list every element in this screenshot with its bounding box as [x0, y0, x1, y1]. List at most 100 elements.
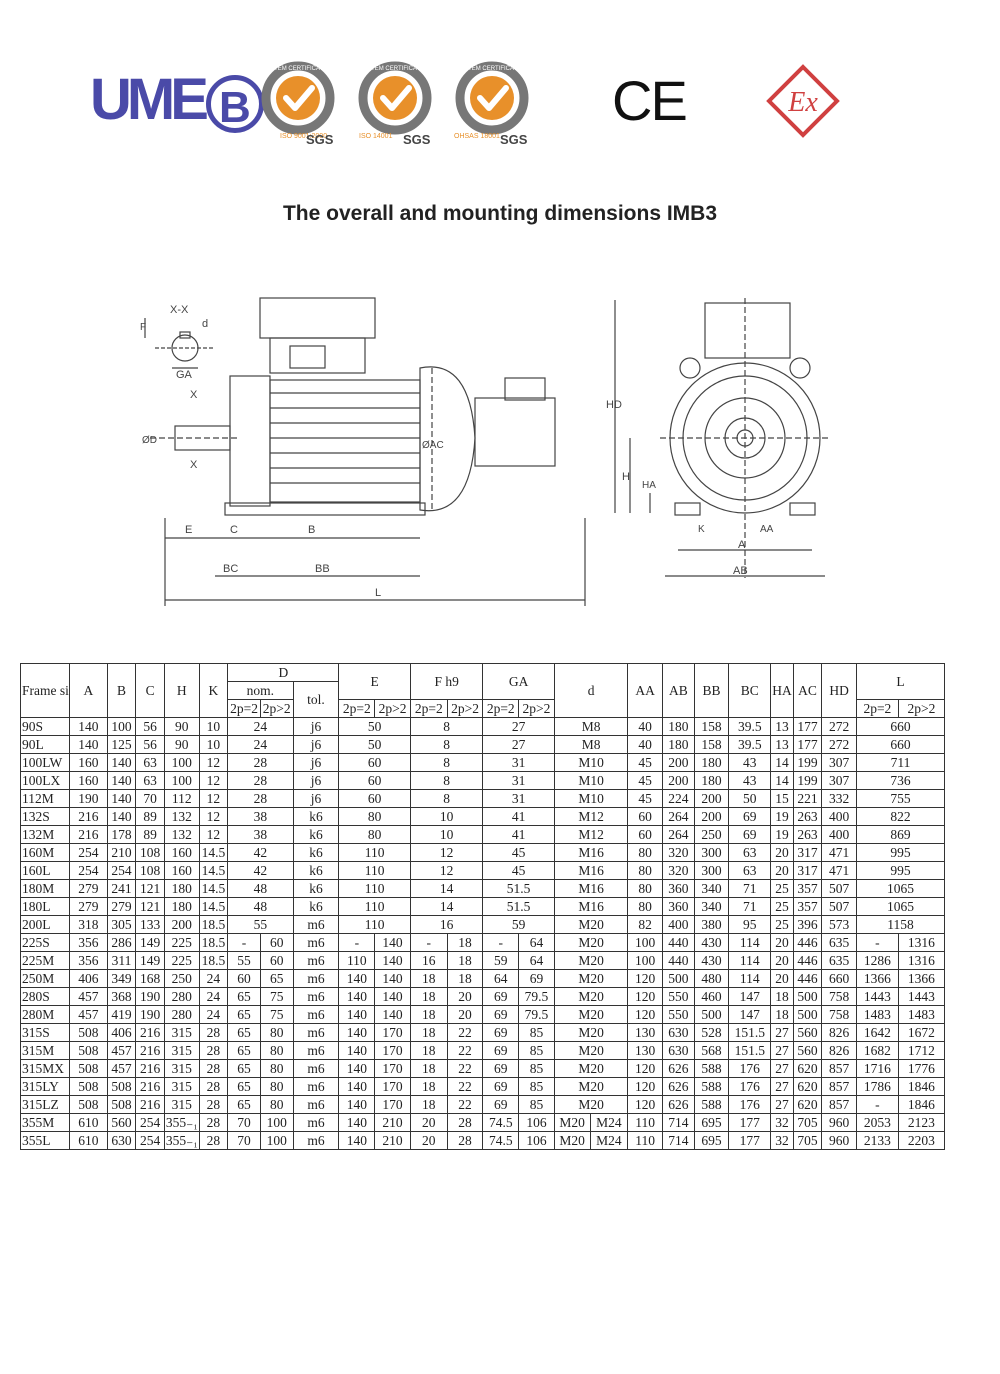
table-cell: 28 [446, 1131, 484, 1150]
table-cell: 340 [693, 897, 730, 916]
table-cell: j6 [292, 735, 340, 754]
table-cell: 69 [518, 969, 555, 988]
table-cell: 90L [20, 735, 70, 754]
table-cell: 1786 [855, 1077, 899, 1096]
table-cell: 24 [198, 969, 229, 988]
table-cell: 114 [728, 933, 772, 952]
table-cell: 457 [106, 1059, 137, 1078]
table-cell: 149 [135, 951, 165, 970]
table-cell: 620 [792, 1077, 823, 1096]
label-aa: AA [760, 524, 774, 535]
table-cell: 714 [662, 1131, 695, 1150]
table-cell: M12 [553, 825, 629, 844]
table-cell: 22 [446, 1059, 484, 1078]
table-cell: 120 [627, 1077, 664, 1096]
table-cell: 8 [409, 753, 484, 772]
table-cell: 31 [482, 753, 555, 772]
table-cell: 355₋₁ [163, 1131, 200, 1150]
table-cell: m6 [292, 1077, 340, 1096]
table-cell: 32 [770, 1131, 794, 1150]
table-cell: m6 [292, 1041, 340, 1060]
table-cell: 60 [627, 807, 664, 826]
table-cell: 69 [482, 1005, 520, 1024]
table-cell: 471 [821, 861, 857, 880]
table-cell: 100LW [20, 753, 70, 772]
table-cell: 27 [770, 1023, 794, 1042]
table-cell: 18 [409, 969, 448, 988]
table-cell: 869 [855, 825, 946, 844]
table-cell: 279 [69, 879, 108, 898]
table-cell: 50 [728, 789, 772, 808]
table-cell: 356 [69, 951, 108, 970]
cert-ring-text: SYSTEM CERTIFICATION [262, 66, 334, 72]
table-cell: 16 [409, 915, 484, 934]
table-cell: 620 [792, 1059, 823, 1078]
col-ac: AC [792, 663, 823, 718]
table-cell: 42 [227, 843, 294, 862]
table-cell: 89 [135, 825, 165, 844]
table-cell: 419 [106, 1005, 137, 1024]
table-cell: 70 [227, 1113, 261, 1132]
table-cell: 56 [135, 735, 165, 754]
table-cell: m6 [292, 915, 340, 934]
table-cell: 28 [198, 1077, 229, 1096]
table-cell: 2133 [855, 1131, 899, 1150]
ex-mark-text: Ex [787, 87, 818, 118]
table-cell: 857 [821, 1077, 857, 1096]
table-cell: 200 [662, 771, 695, 790]
table-cell: 170 [374, 1059, 411, 1078]
table-cell: 125 [106, 735, 137, 754]
table-cell: 626 [662, 1059, 695, 1078]
table-cell: 14.5 [198, 861, 229, 880]
table-cell: m6 [292, 1023, 340, 1042]
table-cell: 149 [135, 933, 165, 952]
table-cell: 40 [627, 717, 664, 736]
cert-ring-text: SYSTEM CERTIFICATION [359, 66, 431, 72]
table-cell: 59 [482, 951, 520, 970]
table-cell: 18 [446, 969, 484, 988]
table-cell: 315MX [20, 1059, 70, 1078]
table-cell: 80 [627, 861, 664, 880]
table-cell: 180 [163, 897, 200, 916]
table-cell: m6 [292, 1131, 340, 1150]
table-cell: 42 [227, 861, 294, 880]
table-cell: 85 [518, 1059, 555, 1078]
table-cell: 200 [662, 753, 695, 772]
table-cell: 368 [106, 987, 137, 1006]
table-cell: 140 [338, 1023, 376, 1042]
table-cell: 200L [20, 915, 70, 934]
table-cell: 140 [338, 1059, 376, 1078]
table-cell: 55 [227, 915, 294, 934]
table-cell: 27 [482, 735, 555, 754]
table-cell: 140 [106, 807, 137, 826]
table-cell: 317 [792, 861, 823, 880]
cert-standard: OHSAS 18001 [454, 133, 500, 140]
table-cell: 8 [409, 717, 484, 736]
table-cell: 500 [662, 969, 695, 988]
table-cell: 20 [446, 987, 484, 1006]
table-cell: 18 [409, 1041, 448, 1060]
table-cell: 1316 [897, 933, 946, 952]
table-cell: 857 [821, 1059, 857, 1078]
label-hd: HD [606, 399, 622, 411]
cert-body: SGS [306, 132, 334, 147]
table-cell: 758 [821, 987, 857, 1006]
table-cell: 660 [855, 717, 946, 736]
table-cell: 60 [338, 771, 411, 790]
table-cell: M20 [553, 1113, 591, 1132]
table-cell: 24 [227, 735, 294, 754]
table-cell: 588 [693, 1077, 730, 1096]
table-cell: 110 [627, 1131, 664, 1150]
table-cell: 160 [163, 843, 200, 862]
col-aa: AA [627, 663, 664, 718]
table-cell: 508 [69, 1095, 108, 1114]
table-cell: 1158 [855, 915, 946, 934]
table-cell: 2203 [897, 1131, 946, 1150]
table-cell: 471 [821, 843, 857, 862]
table-cell: 626 [662, 1077, 695, 1096]
table-cell: 38 [227, 825, 294, 844]
table-cell: 279 [106, 897, 137, 916]
col-e: E [338, 663, 411, 700]
